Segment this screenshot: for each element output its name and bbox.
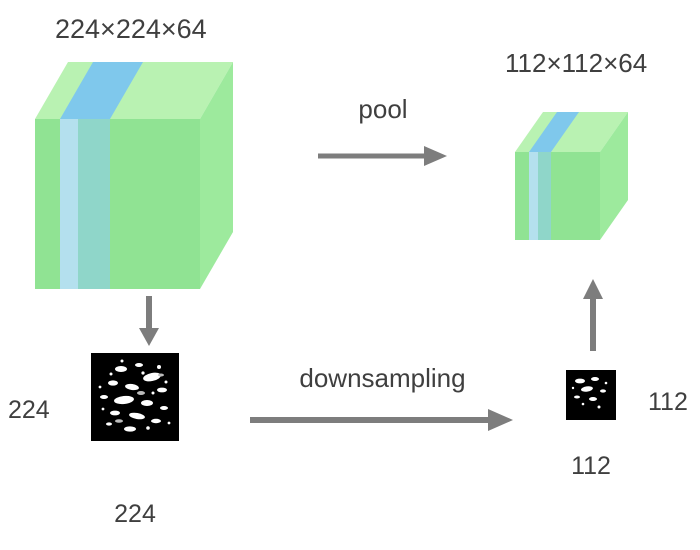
output-volume-label: 112×112×64: [505, 48, 648, 78]
slab-top-face: [529, 112, 579, 152]
feature-map-blobs: [571, 377, 608, 409]
slab-edge-band: [60, 119, 78, 289]
input-volume-cube: [35, 62, 233, 289]
output-volume-cube: [515, 112, 628, 240]
downsampling-arrow: [250, 409, 513, 431]
slab-edge-band: [529, 152, 538, 240]
feature-map-blobs: [98, 359, 171, 432]
input-volume-label: 224×224×64: [55, 14, 207, 44]
output-map-height-label: 112: [648, 388, 688, 416]
pool-arrow: [318, 146, 447, 166]
slab-front-face: [538, 152, 551, 240]
cube-front-face: [515, 152, 600, 240]
slab-front-face: [78, 119, 110, 289]
slab-top-face: [60, 62, 143, 119]
pool-edge-label: pool: [358, 94, 408, 124]
feature-map-blobs-dim: [115, 373, 164, 423]
cube-front-face: [35, 119, 200, 289]
cube-to-map-arrow: [139, 296, 159, 346]
arrow-head: [424, 146, 447, 166]
cube-side-face: [200, 62, 233, 289]
feature-map-background: [566, 370, 616, 420]
input-map-height-label: 224: [8, 396, 50, 424]
output-feature-map: [566, 370, 616, 420]
output-map-width-label: 112: [571, 452, 611, 480]
arrow-head: [583, 279, 603, 299]
arrow-head: [139, 328, 159, 346]
cube-side-face: [600, 112, 628, 240]
map-to-cube-arrow: [583, 279, 603, 351]
input-map-width-label: 224: [114, 500, 156, 528]
downsampling-edge-label: downsampling: [299, 363, 466, 393]
arrow-head: [488, 409, 513, 431]
input-feature-map: [91, 353, 179, 441]
